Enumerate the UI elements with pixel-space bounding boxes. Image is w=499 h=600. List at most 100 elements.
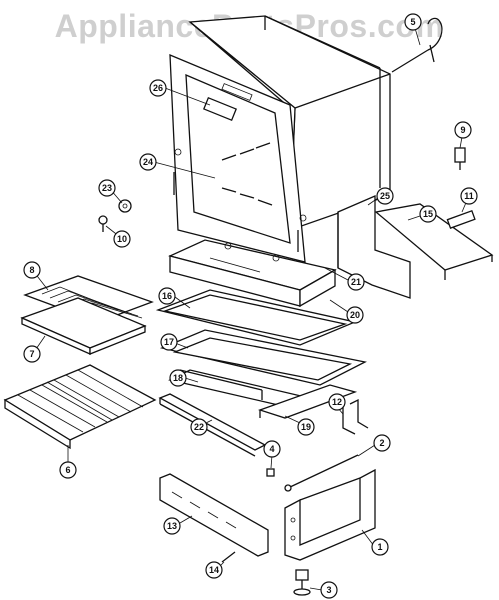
callout-25: 25 bbox=[376, 187, 394, 205]
callout-circle bbox=[113, 230, 131, 248]
callout-circle bbox=[371, 538, 389, 556]
callout-18: 18 bbox=[169, 369, 187, 387]
callout-14: 14 bbox=[205, 561, 223, 579]
callout-circle bbox=[454, 121, 472, 139]
callout-label: 10 bbox=[117, 234, 127, 244]
callout-11: 11 bbox=[460, 187, 478, 205]
part-13-panel bbox=[159, 473, 269, 557]
callout-label: 8 bbox=[29, 265, 34, 275]
part-7-pan bbox=[20, 297, 147, 355]
callout-13: 13 bbox=[163, 517, 181, 535]
callout-20: 20 bbox=[346, 306, 364, 324]
callout-label: 9 bbox=[460, 125, 465, 135]
callout-circle bbox=[320, 581, 338, 599]
callout-label: 1 bbox=[377, 542, 382, 552]
oven-front-frame bbox=[169, 54, 307, 263]
callout-12: 12 bbox=[328, 393, 346, 411]
callout-21: 21 bbox=[347, 273, 365, 291]
callout-label: 17 bbox=[164, 337, 174, 347]
burner-plate bbox=[168, 239, 337, 308]
callout-label: 26 bbox=[153, 83, 163, 93]
callout-label: 3 bbox=[326, 585, 331, 595]
callout-circle bbox=[404, 13, 422, 31]
callout-label: 23 bbox=[102, 183, 112, 193]
callout-8: 8 bbox=[23, 261, 41, 279]
callout-19: 19 bbox=[297, 418, 315, 436]
callout-label: 14 bbox=[209, 565, 219, 575]
callout-circle bbox=[23, 261, 41, 279]
callout-3: 3 bbox=[320, 581, 338, 599]
callout-2: 2 bbox=[373, 434, 391, 452]
part-4-shape bbox=[266, 468, 275, 477]
callout-circle bbox=[163, 517, 181, 535]
callout-circle bbox=[263, 440, 281, 458]
callout-label: 13 bbox=[167, 521, 177, 531]
bake-element-slots bbox=[221, 142, 273, 206]
callout-circle bbox=[347, 273, 365, 291]
callout-label: 15 bbox=[423, 209, 433, 219]
callout-16: 16 bbox=[158, 287, 176, 305]
callout-4: 4 bbox=[263, 440, 281, 458]
part-9-shape bbox=[454, 147, 466, 170]
callout-circle bbox=[373, 434, 391, 452]
callout-circle bbox=[158, 287, 176, 305]
callout-label: 16 bbox=[162, 291, 172, 301]
part-5-cord bbox=[391, 17, 443, 73]
callout-circle bbox=[169, 369, 187, 387]
callout-circle bbox=[419, 205, 437, 223]
callout-circle bbox=[23, 345, 41, 363]
part-10-shape bbox=[98, 215, 108, 232]
callout-1: 1 bbox=[371, 538, 389, 556]
callout-circle bbox=[160, 333, 178, 351]
callout-label: 19 bbox=[301, 422, 311, 432]
callout-label: 21 bbox=[351, 277, 361, 287]
callout-9: 9 bbox=[454, 121, 472, 139]
callout-5: 5 bbox=[404, 13, 422, 31]
callout-label: 12 bbox=[332, 397, 342, 407]
callout-6: 6 bbox=[59, 461, 77, 479]
callout-label: 18 bbox=[173, 373, 183, 383]
callout-label: 24 bbox=[143, 157, 153, 167]
callout-circle bbox=[460, 187, 478, 205]
part-14-screw bbox=[221, 551, 236, 563]
callout-15: 15 bbox=[419, 205, 437, 223]
part-16-panel bbox=[155, 289, 358, 346]
leader-lines bbox=[33, 27, 469, 591]
callout-circle bbox=[149, 79, 167, 97]
part-2-rod bbox=[287, 454, 359, 489]
callout-circle bbox=[190, 418, 208, 436]
callout-10: 10 bbox=[113, 230, 131, 248]
callout-circle bbox=[59, 461, 77, 479]
callout-22: 22 bbox=[190, 418, 208, 436]
callout-label: 20 bbox=[350, 310, 360, 320]
part-3-leg bbox=[293, 569, 311, 596]
part-22-rail bbox=[158, 393, 267, 457]
callout-label: 22 bbox=[194, 422, 204, 432]
callout-circle bbox=[376, 187, 394, 205]
part-17-frame bbox=[159, 329, 367, 386]
part-15-panel bbox=[374, 203, 494, 280]
callout-circle bbox=[346, 306, 364, 324]
part-25-bracket bbox=[337, 195, 411, 299]
callout-circle bbox=[205, 561, 223, 579]
part-1-bracket bbox=[284, 468, 376, 561]
callout-circle bbox=[328, 393, 346, 411]
part-callouts: 1234567891011121314151617181920212223242… bbox=[23, 13, 478, 599]
callout-label: 5 bbox=[410, 17, 415, 27]
callout-circle bbox=[139, 153, 157, 171]
callout-17: 17 bbox=[160, 333, 178, 351]
callout-label: 7 bbox=[29, 349, 34, 359]
callout-label: 4 bbox=[269, 444, 274, 454]
callout-label: 25 bbox=[380, 191, 390, 201]
callout-circle bbox=[98, 179, 116, 197]
part-19-rail bbox=[257, 384, 358, 419]
callout-label: 2 bbox=[379, 438, 384, 448]
part-6-rack bbox=[3, 364, 157, 450]
callout-label: 6 bbox=[65, 465, 70, 475]
callout-26: 26 bbox=[149, 79, 167, 97]
part-11-shape bbox=[446, 209, 476, 229]
callout-7: 7 bbox=[23, 345, 41, 363]
callout-circle bbox=[297, 418, 315, 436]
